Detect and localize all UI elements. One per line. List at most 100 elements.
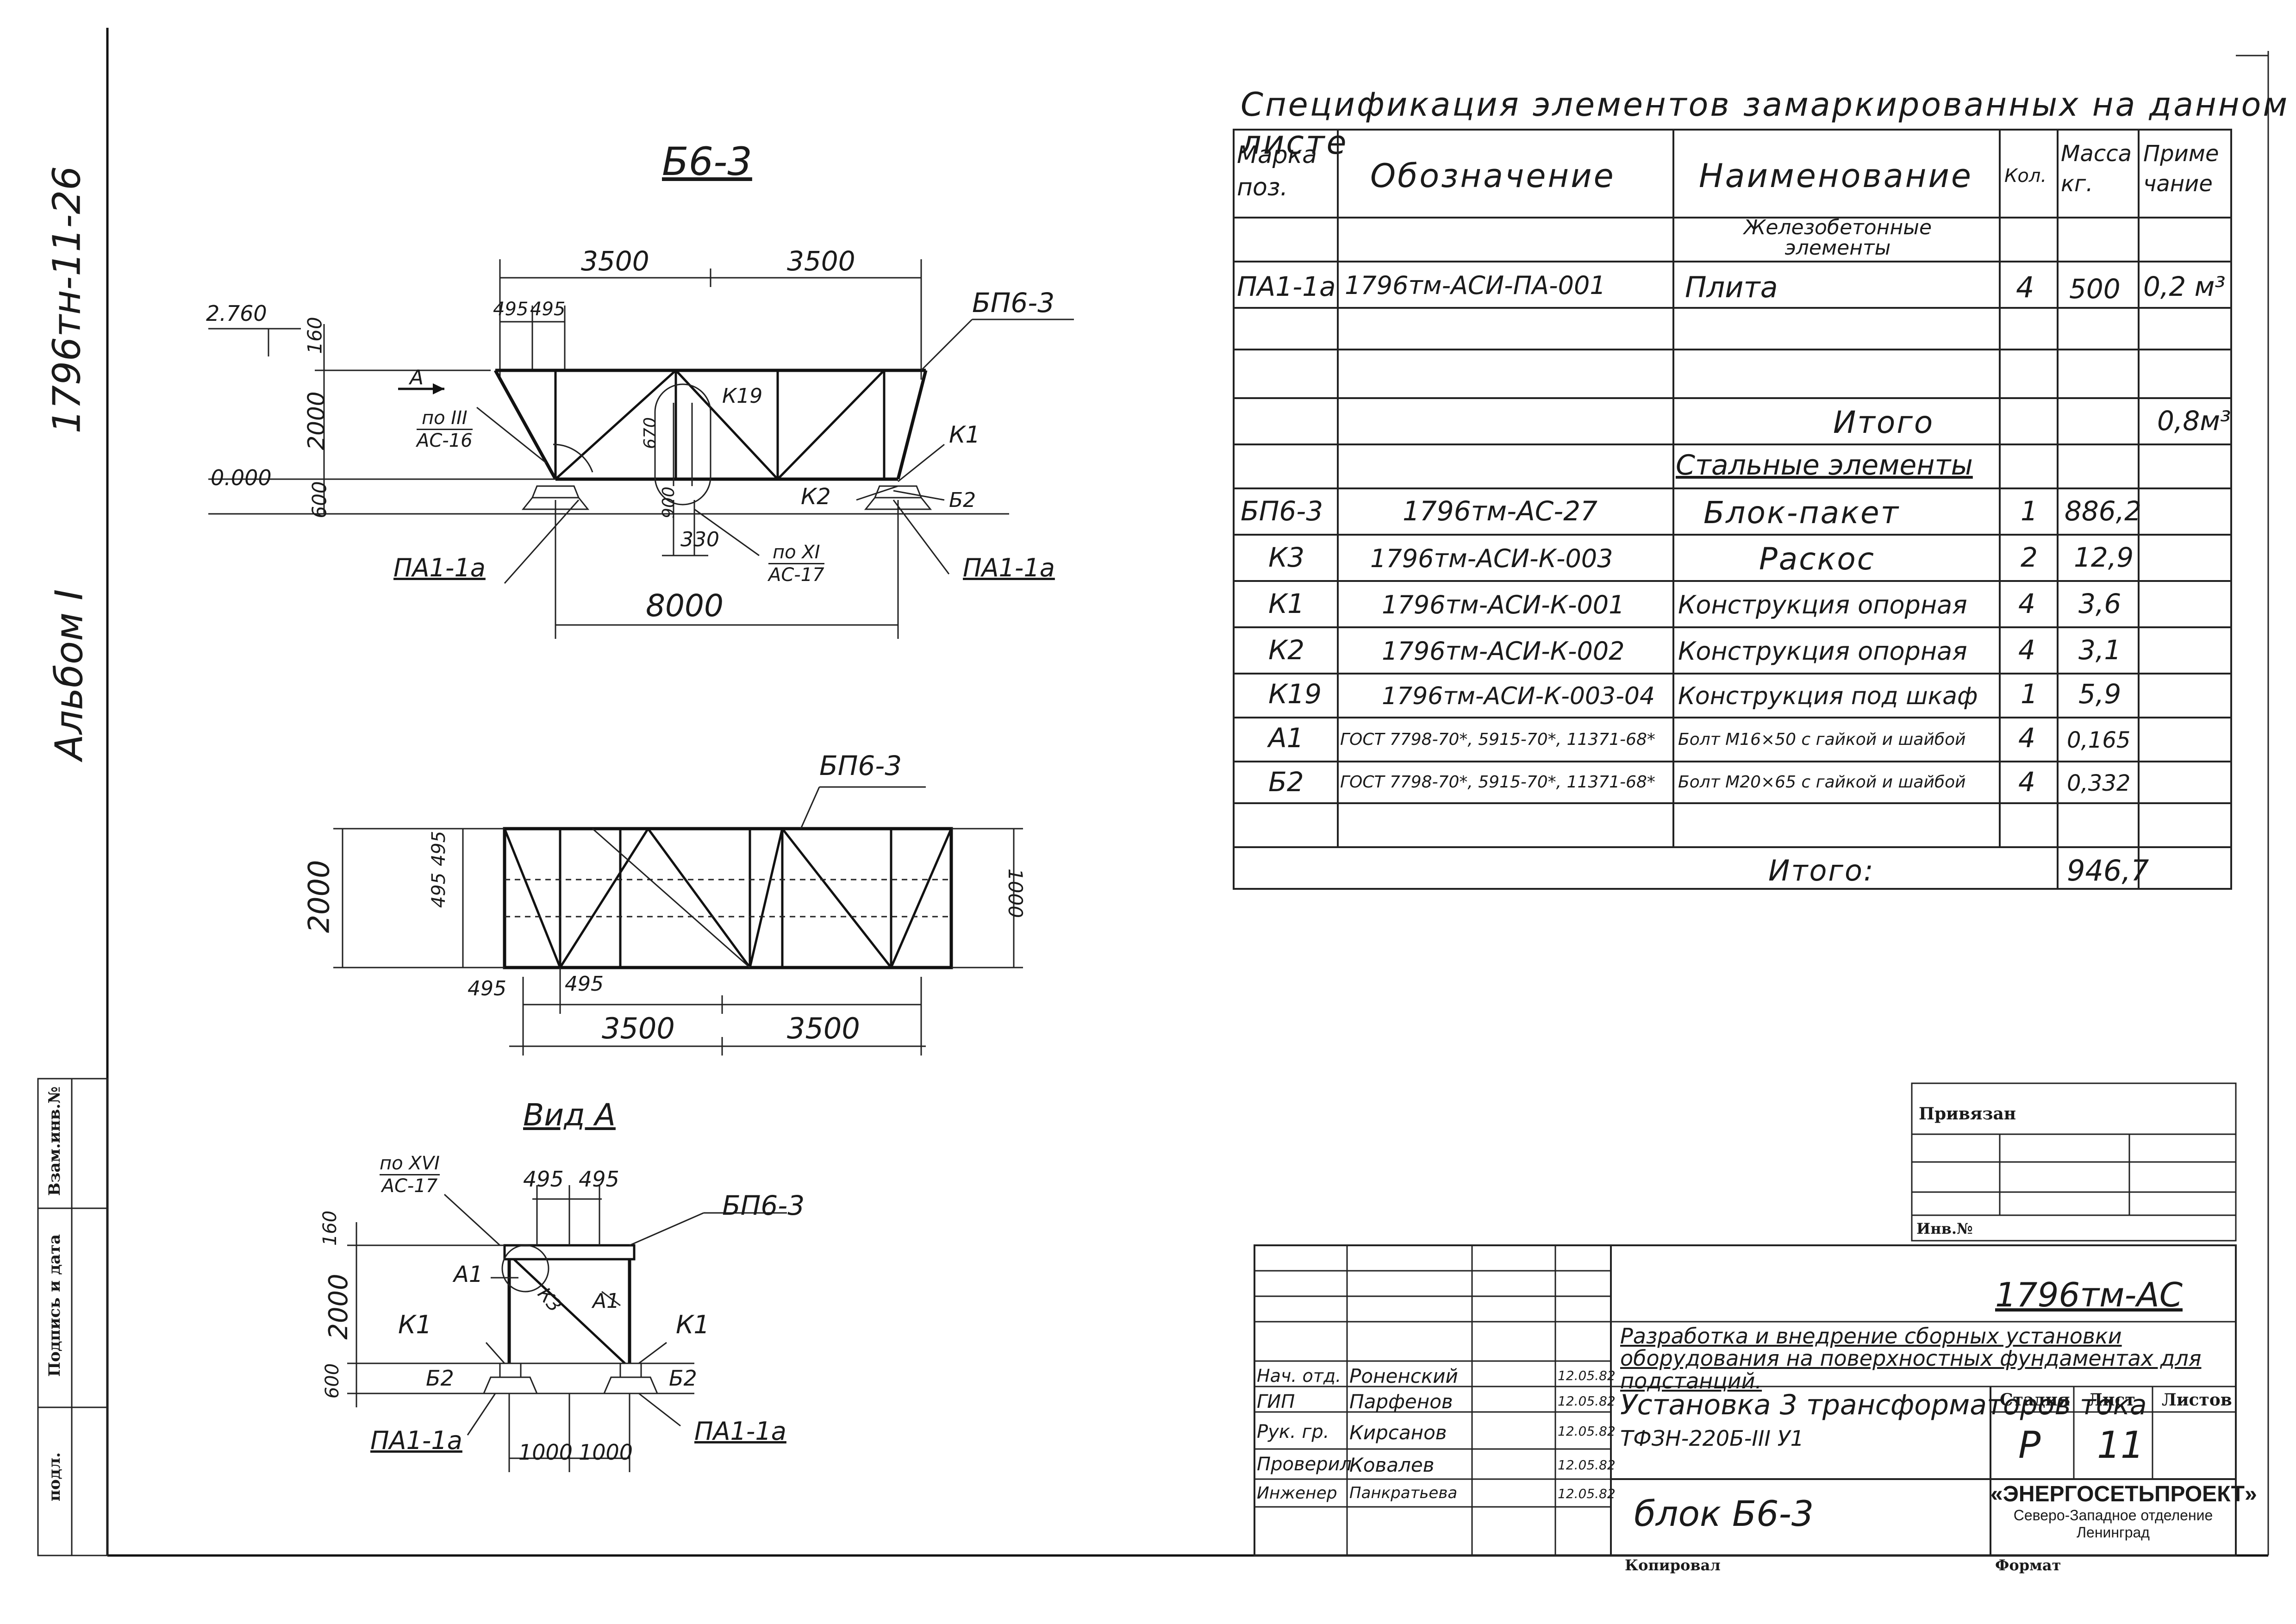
bind-box-label: Привязан — [1919, 1104, 2016, 1124]
title-doc-code: 1796тм-АС — [1995, 1275, 2183, 1314]
spec-header-mark: Марка поз. — [1237, 141, 1317, 202]
spec-row-6-qty: 2 — [2021, 542, 2038, 573]
title-stage-label: Стадия — [2000, 1390, 2070, 1410]
view-section-ref-xvi: по XVI АС-17 — [380, 1153, 440, 1197]
staff-date-2: 12.05.82 — [1558, 1424, 1616, 1439]
spec-table-title: Спецификация элементов замаркированных н… — [1241, 86, 2290, 162]
drawing-3-title: Вид А — [523, 1097, 616, 1133]
dim-top-left: 3500 — [581, 245, 649, 277]
level-top: 2.760 — [206, 301, 267, 326]
staff-name-4: Панкратьева — [1349, 1484, 1458, 1502]
spec-row-1-qty: 4 — [2016, 270, 2034, 304]
view-callout-a1-left: А1 — [454, 1262, 483, 1287]
dim-330: 330 — [680, 528, 719, 551]
title-stage: Р — [2018, 1424, 2041, 1467]
view-callout-pa1-left: ПА1-1а — [370, 1426, 462, 1455]
staff-role-4: Инженер — [1257, 1484, 1337, 1503]
level-zero: 0.000 — [211, 465, 272, 490]
callout-pa1-left: ПА1-1а — [393, 553, 486, 582]
spec-row-8-name: Конструкция опорная — [1678, 637, 1967, 666]
format-label: Формат — [1995, 1556, 2061, 1574]
title-sheet-label: Лист — [2088, 1390, 2135, 1410]
spec-header-qty: Кол. — [2004, 165, 2047, 187]
title-drawing-name: блок Б6-3 — [1634, 1493, 1814, 1534]
dim-495-b: 495 — [530, 299, 566, 320]
spec-row-3-name: Итого — [1833, 405, 1934, 440]
staff-role-2: Рук. гр. — [1257, 1421, 1329, 1443]
view-callout-k1-right: К1 — [676, 1310, 710, 1339]
view-marker-a: А — [410, 366, 424, 389]
spec-row-10-mass: 0,165 — [2067, 727, 2131, 753]
spec-row-5-mark: БП6-3 — [1241, 495, 1323, 527]
title-sheet-number: 11 — [2097, 1424, 2144, 1467]
spec-row-8-mass: 3,1 — [2078, 634, 2121, 666]
spec-row-5-name: Блок-пакет — [1703, 495, 1900, 531]
spec-row-11-mass: 0,332 — [2067, 770, 2131, 796]
callout-k2: К2 — [801, 484, 831, 510]
spec-total-value: 946,7 — [2067, 854, 2149, 887]
title-sheet-2: ТФЗН-220Б-III У1 — [1620, 1426, 1804, 1451]
view-callout-bp6-3: БП6-3 — [722, 1190, 805, 1221]
title-sheet-1: Установка 3 трансформаторов тока — [1620, 1389, 2147, 1421]
spec-row-8-designation: 1796тм-АСИ-К-002 — [1382, 637, 1625, 666]
staff-name-0: Роненский — [1349, 1365, 1458, 1387]
title-sheets-label: Листов — [2162, 1390, 2232, 1410]
spec-row-8-mark: К2 — [1268, 634, 1305, 666]
plan-dim-495-c: 495 — [468, 977, 506, 1000]
spec-row-7-mark: К1 — [1268, 588, 1305, 619]
callout-pa1-right: ПА1-1а — [963, 553, 1055, 582]
staff-date-3: 12.05.82 — [1558, 1457, 1616, 1473]
staff-date-0: 12.05.82 — [1558, 1368, 1616, 1383]
staff-date-1: 12.05.82 — [1558, 1393, 1616, 1409]
spec-row-11-mark: Б2 — [1268, 766, 1304, 798]
spec-row-7-designation: 1796тм-АСИ-К-001 — [1382, 590, 1625, 619]
view-dim-1000-b: 1000 — [579, 1440, 633, 1465]
staff-date-4: 12.05.82 — [1558, 1486, 1616, 1501]
staff-role-1: ГИП — [1257, 1391, 1295, 1412]
spec-row-5-designation: 1796тм-АС-27 — [1403, 495, 1597, 527]
staff-name-3: Ковалев — [1349, 1454, 1435, 1476]
spec-row-10-qty: 4 — [2018, 722, 2035, 754]
callout-bp6-3: БП6-3 — [972, 287, 1055, 319]
drawing-1-title: Б6-3 — [662, 139, 752, 184]
staff-name-1: Парфенов — [1349, 1390, 1453, 1413]
plan-dim-3500-a: 3500 — [602, 1012, 675, 1045]
dim-495-a: 495 — [493, 299, 529, 320]
view-callout-pa1-right: ПА1-1а — [694, 1417, 786, 1446]
bind-box-inv-label: Инв.№ — [1916, 1220, 1973, 1237]
spec-header-mass: Масса кг. — [2061, 141, 2132, 197]
spec-row-9-name: Конструкция под шкаф — [1678, 682, 1978, 710]
spec-row-6-mark: К3 — [1268, 542, 1305, 573]
staff-name-2: Кирсанов — [1349, 1421, 1447, 1444]
dim-8000: 8000 — [646, 588, 724, 624]
view-dim-1000-a: 1000 — [518, 1440, 573, 1465]
plan-callout-bp6-3: БП6-3 — [819, 750, 902, 781]
callout-b2: Б2 — [949, 488, 976, 512]
spec-row-11-designation: ГОСТ 7798-70*, 5915-70*, 11371-68* — [1340, 773, 1655, 792]
spec-row-1-mass: 500 — [2069, 273, 2121, 305]
view-dim-495-a: 495 — [523, 1167, 564, 1192]
staff-role-0: Нач. отд. — [1257, 1366, 1341, 1386]
spec-row-1-name: Плита — [1685, 270, 1778, 304]
spec-row-9-designation: 1796тм-АСИ-К-003-04 — [1382, 682, 1655, 710]
spec-row-1-mark: ПА1-1а — [1237, 271, 1336, 302]
spec-row-4-name: Стальные элементы — [1676, 449, 1973, 481]
spec-header-name: Наименование — [1699, 157, 1973, 195]
spec-row-7-mass: 3,6 — [2078, 588, 2121, 619]
view-callout-b2-right: Б2 — [669, 1366, 697, 1391]
spec-row-9-mass: 5,9 — [2078, 678, 2121, 710]
view-callout-k1-left: К1 — [398, 1310, 432, 1339]
callout-k19: К19 — [722, 384, 763, 408]
plan-dim-495-d: 495 — [565, 972, 604, 996]
spec-row-1-note: 0,2 м³ — [2143, 271, 2226, 302]
view-callout-b2-left: Б2 — [426, 1366, 454, 1391]
spec-row-6-designation: 1796тм-АСИ-К-003 — [1370, 544, 1613, 573]
section-ref-xi: по XI АС-17 — [768, 542, 824, 586]
title-organization: «ЭНЕРГОСЕТЬПРОЕКТ» Северо-Западное отдел… — [1990, 1482, 2257, 1541]
spec-header-note: Примечание — [2143, 141, 2219, 197]
